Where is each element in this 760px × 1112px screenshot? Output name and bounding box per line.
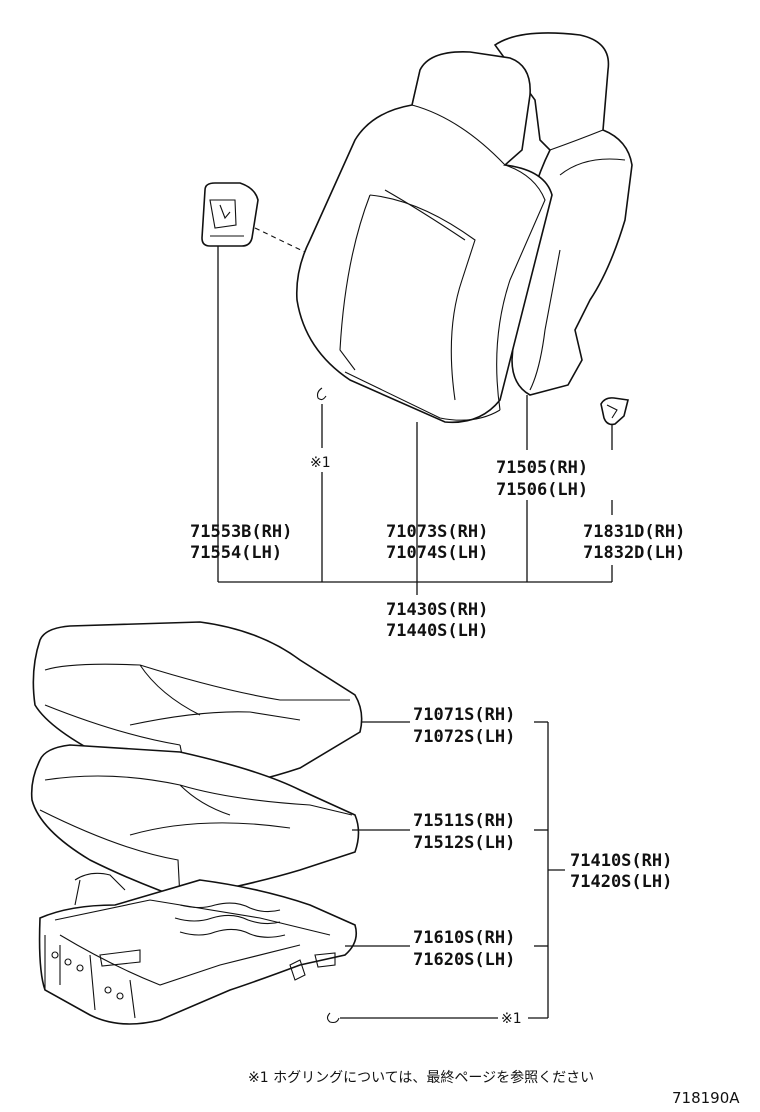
- hog-ring-ref-lower: ※1: [501, 1011, 522, 1027]
- seat-frame-illustration: [38, 872, 358, 1025]
- lower-leader-lines: [340, 721, 565, 1019]
- back-pad-rh-label: 71505(RH): [496, 458, 588, 478]
- upper-leader-lines: [217, 246, 613, 595]
- frame-lh-label: 71620S(LH): [413, 950, 515, 970]
- clip-illustration: [600, 397, 629, 426]
- cushion-assembly-rh-label: 71410S(RH): [570, 851, 672, 871]
- cushion-assembly-lh-label: 71420S(LH): [570, 872, 672, 892]
- bracket-dashed-leader: [254, 227, 306, 253]
- back-cover-lh-label: 71074S(LH): [386, 543, 488, 563]
- back-assembly-rh-label: 71430S(RH): [386, 600, 488, 620]
- seat-back-illustration: [295, 32, 633, 424]
- back-cover-rh-label: 71073S(RH): [386, 522, 488, 542]
- hog-ring-icon-lower: [326, 1012, 340, 1024]
- hog-ring-ref-upper: ※1: [310, 455, 331, 471]
- frame-rh-label: 71610S(RH): [413, 928, 515, 948]
- cushion-pad-lh-label: 71512S(LH): [413, 833, 515, 853]
- seat-cushion-pad-illustration: [30, 744, 360, 899]
- cushion-cover-lh-label: 71072S(LH): [413, 727, 515, 747]
- clip-lh-label: 71832D(LH): [583, 543, 685, 563]
- footnote: ※1 ホグリングについては、最終ページを参照ください: [248, 1069, 594, 1086]
- clip-rh-label: 71831D(RH): [583, 522, 685, 542]
- cover-bracket-rh-label: 71553B(RH): [190, 522, 292, 542]
- cover-bracket-illustration: [201, 182, 259, 247]
- cushion-pad-rh-label: 71511S(RH): [413, 811, 515, 831]
- back-pad-lh-label: 71506(LH): [496, 480, 588, 500]
- diagram-code: 718190A: [672, 1089, 740, 1107]
- cover-bracket-lh-label: 71554(LH): [190, 543, 282, 563]
- back-assembly-lh-label: 71440S(LH): [386, 621, 488, 641]
- hog-ring-icon: [316, 387, 327, 401]
- cushion-cover-rh-label: 71071S(RH): [413, 705, 515, 725]
